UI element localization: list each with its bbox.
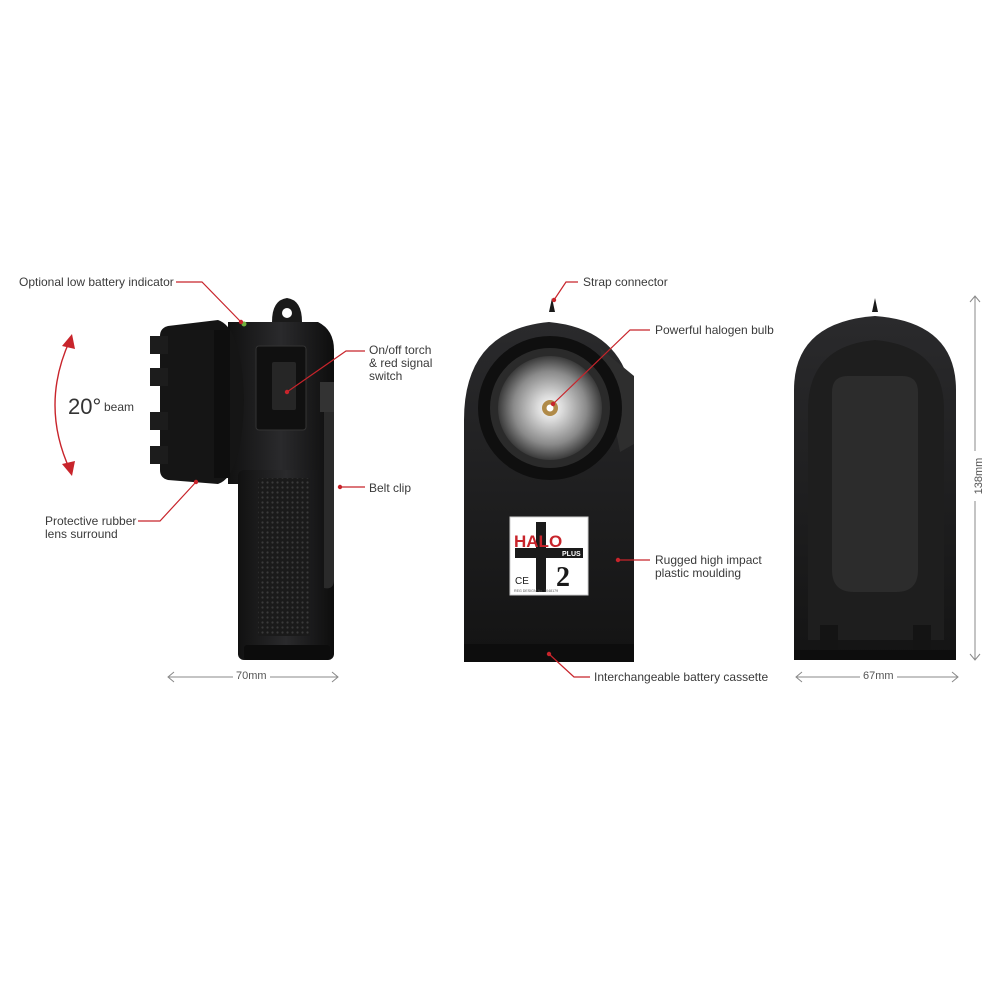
strap-connector <box>549 298 555 312</box>
beam-label: beam <box>104 400 135 414</box>
rubber-lens-surround <box>160 320 244 484</box>
switch <box>272 362 296 410</box>
badge-plus: PLUS <box>562 551 581 558</box>
beam-degrees: 20° <box>68 394 102 419</box>
back-belt-clip <box>832 376 918 592</box>
badge-ce: CE <box>515 576 529 587</box>
callout-lines <box>138 281 650 678</box>
badge-reg: REG DESIGN No. 1048179 <box>514 589 558 593</box>
label-lens-surround: Protective rubber lens surround <box>45 514 137 541</box>
belt-clip <box>324 384 334 589</box>
leader-strap <box>553 281 578 301</box>
dimension-side-width: 70mm <box>233 670 270 682</box>
label-moulding: Rugged high impact plastic moulding <box>655 553 762 580</box>
beam-arc <box>54 334 75 476</box>
leader-lens-surround <box>138 481 197 522</box>
leader-cassette <box>548 653 590 678</box>
label-low-battery-indicator: Optional low battery indicator <box>19 275 174 289</box>
label-belt-clip: Belt clip <box>369 481 412 495</box>
label-strap-connector: Strap connector <box>583 275 668 289</box>
leader-switch <box>286 350 365 393</box>
back-view-torch <box>794 298 956 660</box>
label-halogen-bulb: Powerful halogen bulb <box>655 323 774 337</box>
leader-low-battery <box>176 281 242 323</box>
dimension-height: 138mm <box>973 451 985 501</box>
dimension-back-width: 67mm <box>860 670 897 682</box>
grip-panel <box>258 478 310 636</box>
front-view-torch: HALO PLUS 2 CE REG DESIGN No. 1048179 <box>464 298 634 662</box>
badge-brand: HALO <box>514 532 562 551</box>
side-view-torch <box>150 298 334 660</box>
callout-dots <box>193 297 621 657</box>
halo-badge: HALO PLUS 2 CE REG DESIGN No. 1048179 <box>509 516 589 596</box>
label-switch: On/off torch & red signal switch <box>369 343 433 383</box>
label-battery-cassette: Interchangeable battery cassette <box>594 670 769 684</box>
badge-number: 2 <box>556 562 570 593</box>
leader-bulb <box>552 329 650 405</box>
